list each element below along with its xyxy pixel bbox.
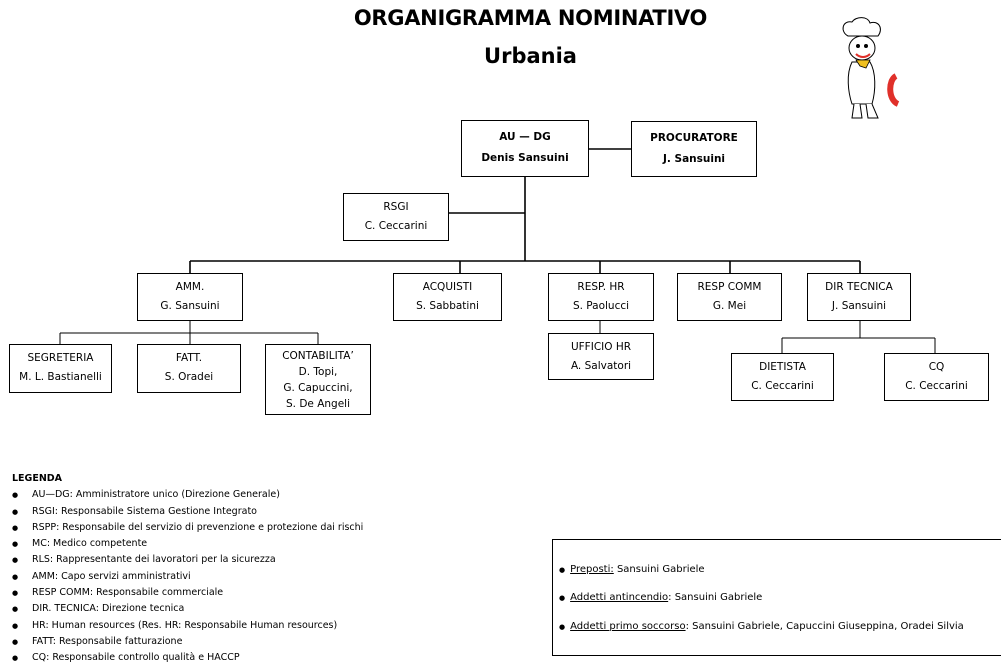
node-ufficio-hr: UFFICIO HR A. Salvatori <box>548 333 654 380</box>
node-dir-tecnica: DIR TECNICA J. Sansuini <box>807 273 911 321</box>
legend-item: RSPP: Responsabile del servizio di preve… <box>12 520 363 537</box>
node-segreteria: SEGRETERIA M. L. Bastianelli <box>9 344 112 393</box>
node-person: G. Capuccini, <box>283 382 353 394</box>
legend-item: RLS: Rappresentante dei lavoratori per l… <box>12 552 363 569</box>
node-role: UFFICIO HR <box>570 341 632 353</box>
node-person: S. Sabbatini <box>416 300 479 312</box>
legend-item: AMM: Capo servizi amministrativi <box>12 569 363 586</box>
staff-label: Preposti: <box>570 564 614 575</box>
node-contabilita: CONTABILITA’ D. Topi, G. Capuccini, S. D… <box>265 344 371 415</box>
node-person: S. Oradei <box>164 371 214 383</box>
staff-value: : Sansuini Gabriele <box>668 592 763 603</box>
chart-title: ORGANIGRAMMA NOMINATIVO <box>353 6 708 30</box>
node-role: RESP COMM <box>697 281 762 293</box>
node-role: AU — DG <box>499 131 551 143</box>
safety-staff-box: ● Preposti: Sansuini Gabriele ● Addetti an… <box>552 539 1001 656</box>
node-role: DIETISTA <box>759 361 806 373</box>
node-role: CONTABILITA’ <box>282 350 354 362</box>
node-rsgi: RSGI C. Ceccarini <box>343 193 449 241</box>
legend-item: FATT: Responsabile fatturazione <box>12 634 363 651</box>
node-role: PROCURATORE <box>650 132 738 144</box>
staff-antincendio: ● Addetti antincendio: Sansuini Gabriele <box>559 592 762 603</box>
node-person: C. Ceccarini <box>751 380 814 392</box>
legend-item: AU—DG: Amministratore unico (Direzione G… <box>12 487 363 504</box>
legend-item: RSGI: Responsabile Sistema Gestione Inte… <box>12 504 363 521</box>
legend-list: AU—DG: Amministratore unico (Direzione G… <box>12 487 363 667</box>
node-role: SEGRETERIA <box>27 352 94 364</box>
legend-item: RESP COMM: Responsabile commerciale <box>12 585 363 602</box>
node-person: C. Ceccarini <box>905 380 968 392</box>
legend: LEGENDA AU—DG: Amministratore unico (Dir… <box>12 471 363 667</box>
bullet-icon: ● <box>559 594 566 602</box>
node-role: RSGI <box>383 201 409 213</box>
legend-item: HR: Human resources (Res. HR: Responsabi… <box>12 618 363 635</box>
node-person: S. Paolucci <box>572 300 630 312</box>
staff-value: : Sansuini Gabriele, Capuccini Giuseppin… <box>685 621 964 632</box>
node-role: DIR TECNICA <box>825 281 893 293</box>
node-role: CQ <box>928 361 945 373</box>
node-amm: AMM. G. Sansuini <box>137 273 243 321</box>
node-au-dg: AU — DG Denis Sansuini <box>461 120 589 177</box>
node-person: J. Sansuini <box>662 153 726 165</box>
node-role: FATT. <box>175 352 203 364</box>
chef-mascot-icon <box>842 17 900 119</box>
node-person: S. De Angeli <box>285 398 351 410</box>
node-role: ACQUISTI <box>422 281 473 293</box>
node-person: Denis Sansuini <box>481 152 569 164</box>
node-acquisti: ACQUISTI S. Sabbatini <box>393 273 502 321</box>
chart-subtitle: Urbania <box>484 44 577 68</box>
node-person: J. Sansuini <box>831 300 887 312</box>
node-resp-hr: RESP. HR S. Paolucci <box>548 273 654 321</box>
node-person: M. L. Bastianelli <box>19 371 102 383</box>
node-fatt: FATT. S. Oradei <box>137 344 241 393</box>
staff-primo-soccorso: ● Addetti primo soccorso: Sansuini Gabrie… <box>559 621 964 632</box>
bullet-icon: ● <box>559 623 566 631</box>
legend-heading: LEGENDA <box>12 473 63 484</box>
staff-preposti: ● Preposti: Sansuini Gabriele <box>559 564 705 575</box>
node-person: G. Sansuini <box>160 300 220 312</box>
legend-item: MC: Medico competente <box>12 536 363 553</box>
legend-item: DIR. TECNICA: Direzione tecnica <box>12 601 363 618</box>
bullet-icon: ● <box>559 566 566 574</box>
node-dietista: DIETISTA C. Ceccarini <box>731 353 834 401</box>
node-resp-comm: RESP COMM G. Mei <box>677 273 782 321</box>
node-role: RESP. HR <box>577 281 625 293</box>
node-person: D. Topi, <box>298 366 338 378</box>
staff-label: Addetti antincendio <box>570 592 669 603</box>
node-procuratore: PROCURATORE J. Sansuini <box>631 121 757 177</box>
node-person: G. Mei <box>712 300 747 312</box>
node-person: A. Salvatori <box>570 360 632 372</box>
node-role: AMM. <box>175 281 205 293</box>
legend-item: CQ: Responsabile controllo qualità e HAC… <box>12 650 363 667</box>
staff-label: Addetti primo soccorso <box>570 621 686 632</box>
staff-value: Sansuini Gabriele <box>613 564 705 575</box>
node-cq: CQ C. Ceccarini <box>884 353 989 401</box>
node-person: C. Ceccarini <box>364 220 428 232</box>
